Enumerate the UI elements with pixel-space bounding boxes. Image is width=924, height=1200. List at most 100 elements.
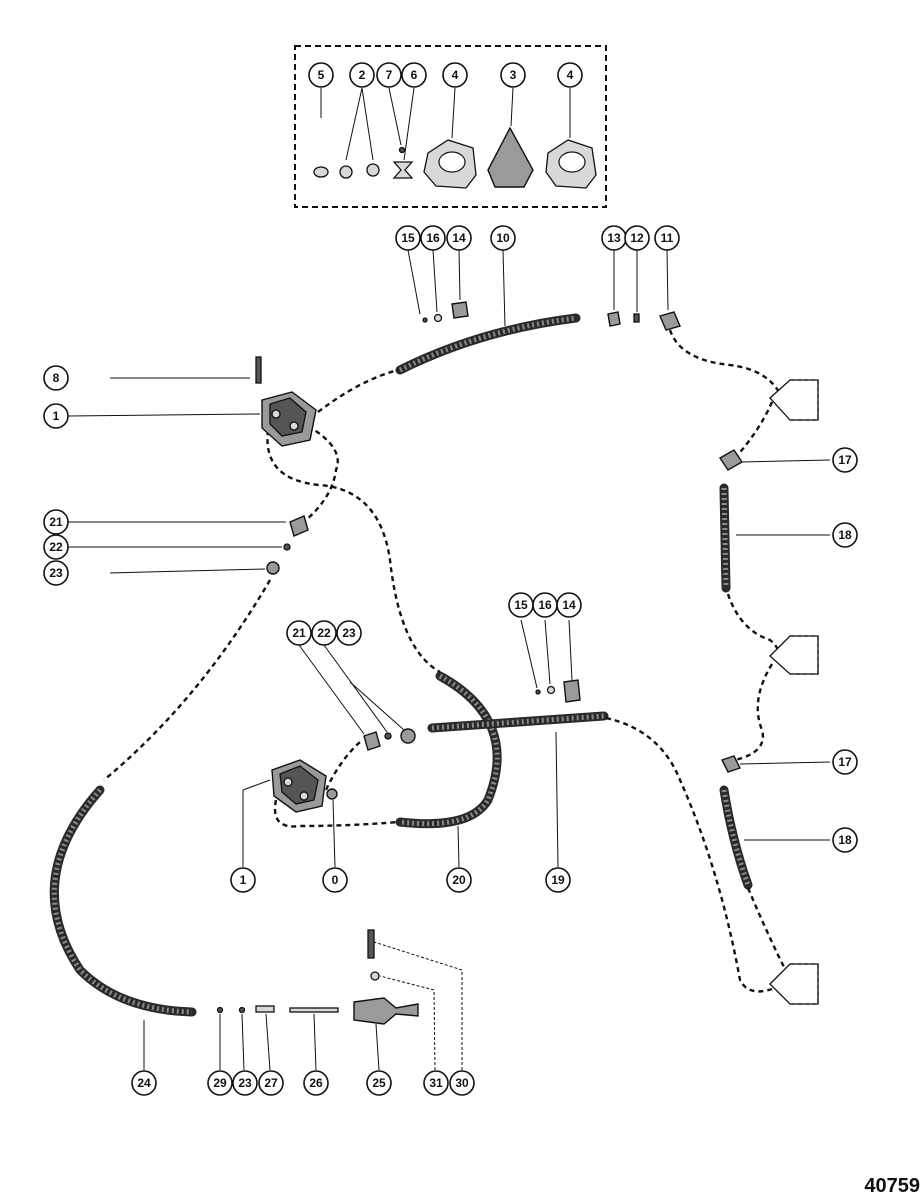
svg-text:21: 21 — [292, 626, 306, 640]
svg-text:31: 31 — [429, 1076, 443, 1090]
callout-28: 23 — [232, 1070, 258, 1096]
part-2-washer-a — [339, 165, 353, 179]
svg-text:0: 0 — [332, 873, 339, 887]
callout-16-mid: 16 — [532, 592, 558, 618]
callout-27: 27 — [258, 1070, 284, 1096]
callout-25: 25 — [366, 1070, 392, 1096]
svg-text:22: 22 — [49, 540, 63, 554]
callout-9: 0 — [322, 867, 348, 893]
part-leaders — [67, 249, 831, 1071]
callout-22-mid: 22 — [311, 620, 337, 646]
callout-14-top: 14 — [446, 225, 472, 251]
callout-5: 5 — [308, 62, 334, 88]
callout-30: 30 — [449, 1070, 475, 1096]
svg-text:4: 4 — [452, 68, 459, 82]
svg-text:1: 1 — [53, 409, 60, 423]
part-16-ring-mid — [546, 685, 556, 695]
svg-text:23: 23 — [49, 566, 63, 580]
callout-12: 12 — [624, 225, 650, 251]
engine-connections — [769, 379, 819, 1005]
fuel-pump-upper — [261, 391, 317, 447]
svg-text:12: 12 — [630, 231, 644, 245]
callout-7: 7 — [376, 62, 402, 88]
callout-31: 31 — [423, 1070, 449, 1096]
svg-text:3: 3 — [510, 68, 517, 82]
svg-text:13: 13 — [607, 231, 621, 245]
callout-4-left: 4 — [442, 62, 468, 88]
svg-text:15: 15 — [514, 598, 528, 612]
svg-text:18: 18 — [838, 833, 852, 847]
engine-connection-2 — [769, 635, 819, 675]
part-14-clamp-mid — [563, 679, 581, 703]
callout-21-left: 21 — [43, 509, 69, 535]
part-26-tube — [289, 1007, 339, 1013]
callout-10: 10 — [490, 225, 516, 251]
part-11-elbow — [659, 311, 681, 331]
figure-number: 40759 — [864, 1175, 920, 1197]
callout-14-mid: 14 — [556, 592, 582, 618]
part-31-washer — [370, 971, 380, 981]
callout-20: 20 — [446, 867, 472, 893]
kit-leaders — [320, 87, 571, 161]
svg-text:6: 6 — [411, 68, 418, 82]
part-7-ball — [398, 146, 406, 154]
part-28-ring — [238, 1006, 246, 1014]
callout-1-low: 1 — [230, 867, 256, 893]
callout-23-left: 23 — [43, 560, 69, 586]
engine-connection-3 — [769, 963, 819, 1005]
part-17-fitting-low — [721, 755, 741, 773]
fuel-pump-lower — [271, 759, 327, 813]
part-15-clip-mid — [535, 689, 541, 695]
routing-dashes — [103, 329, 790, 993]
svg-text:16: 16 — [538, 598, 552, 612]
callout-26: 26 — [303, 1070, 329, 1096]
part-12-sleeve — [633, 313, 640, 323]
hose-10 — [395, 313, 581, 375]
svg-text:7: 7 — [386, 68, 393, 82]
part-21-fitting-mid — [363, 731, 381, 751]
repair-kit-box — [294, 45, 607, 208]
callout-11: 11 — [654, 225, 680, 251]
callout-19: 19 — [545, 867, 571, 893]
part-4-gasket-left-hole — [438, 151, 466, 173]
callout-17-top: 17 — [832, 447, 858, 473]
svg-text:16: 16 — [426, 231, 440, 245]
svg-text:20: 20 — [452, 873, 466, 887]
svg-text:10: 10 — [496, 231, 510, 245]
part-16-ring-top — [433, 313, 443, 323]
svg-text:8: 8 — [53, 371, 60, 385]
callout-24: 24 — [131, 1070, 157, 1096]
part-2-washer-b — [366, 163, 380, 177]
part-22-washer-left — [283, 543, 291, 551]
part-5-ring — [313, 166, 329, 178]
part-15-clip-top — [422, 317, 428, 323]
callout-15-top: 15 — [395, 225, 421, 251]
part-8-screw — [255, 356, 262, 384]
callout-21-mid: 21 — [286, 620, 312, 646]
callout-18-top: 18 — [832, 522, 858, 548]
part-17-fitting-top — [719, 449, 743, 471]
repair-kit-group — [294, 45, 607, 208]
svg-text:2: 2 — [359, 68, 366, 82]
engine-connection-1 — [769, 379, 819, 421]
callout-29: 29 — [207, 1070, 233, 1096]
svg-text:15: 15 — [401, 231, 415, 245]
svg-text:14: 14 — [452, 231, 466, 245]
callout-4-right: 4 — [557, 62, 583, 88]
svg-text:30: 30 — [455, 1076, 469, 1090]
callout-3: 3 — [500, 62, 526, 88]
svg-text:18: 18 — [838, 528, 852, 542]
svg-text:19: 19 — [551, 873, 565, 887]
callout-23-mid: 23 — [336, 620, 362, 646]
callout-1-top: 1 — [43, 403, 69, 429]
hose-18-low — [719, 785, 753, 890]
svg-text:23: 23 — [238, 1076, 252, 1090]
svg-text:17: 17 — [838, 755, 852, 769]
svg-text:25: 25 — [372, 1076, 386, 1090]
callout-22-left: 22 — [43, 534, 69, 560]
part-3-diaphragm — [487, 126, 534, 188]
part-14-clamp-top — [451, 301, 469, 319]
callout-15-mid: 15 — [508, 592, 534, 618]
svg-text:29: 29 — [213, 1076, 227, 1090]
